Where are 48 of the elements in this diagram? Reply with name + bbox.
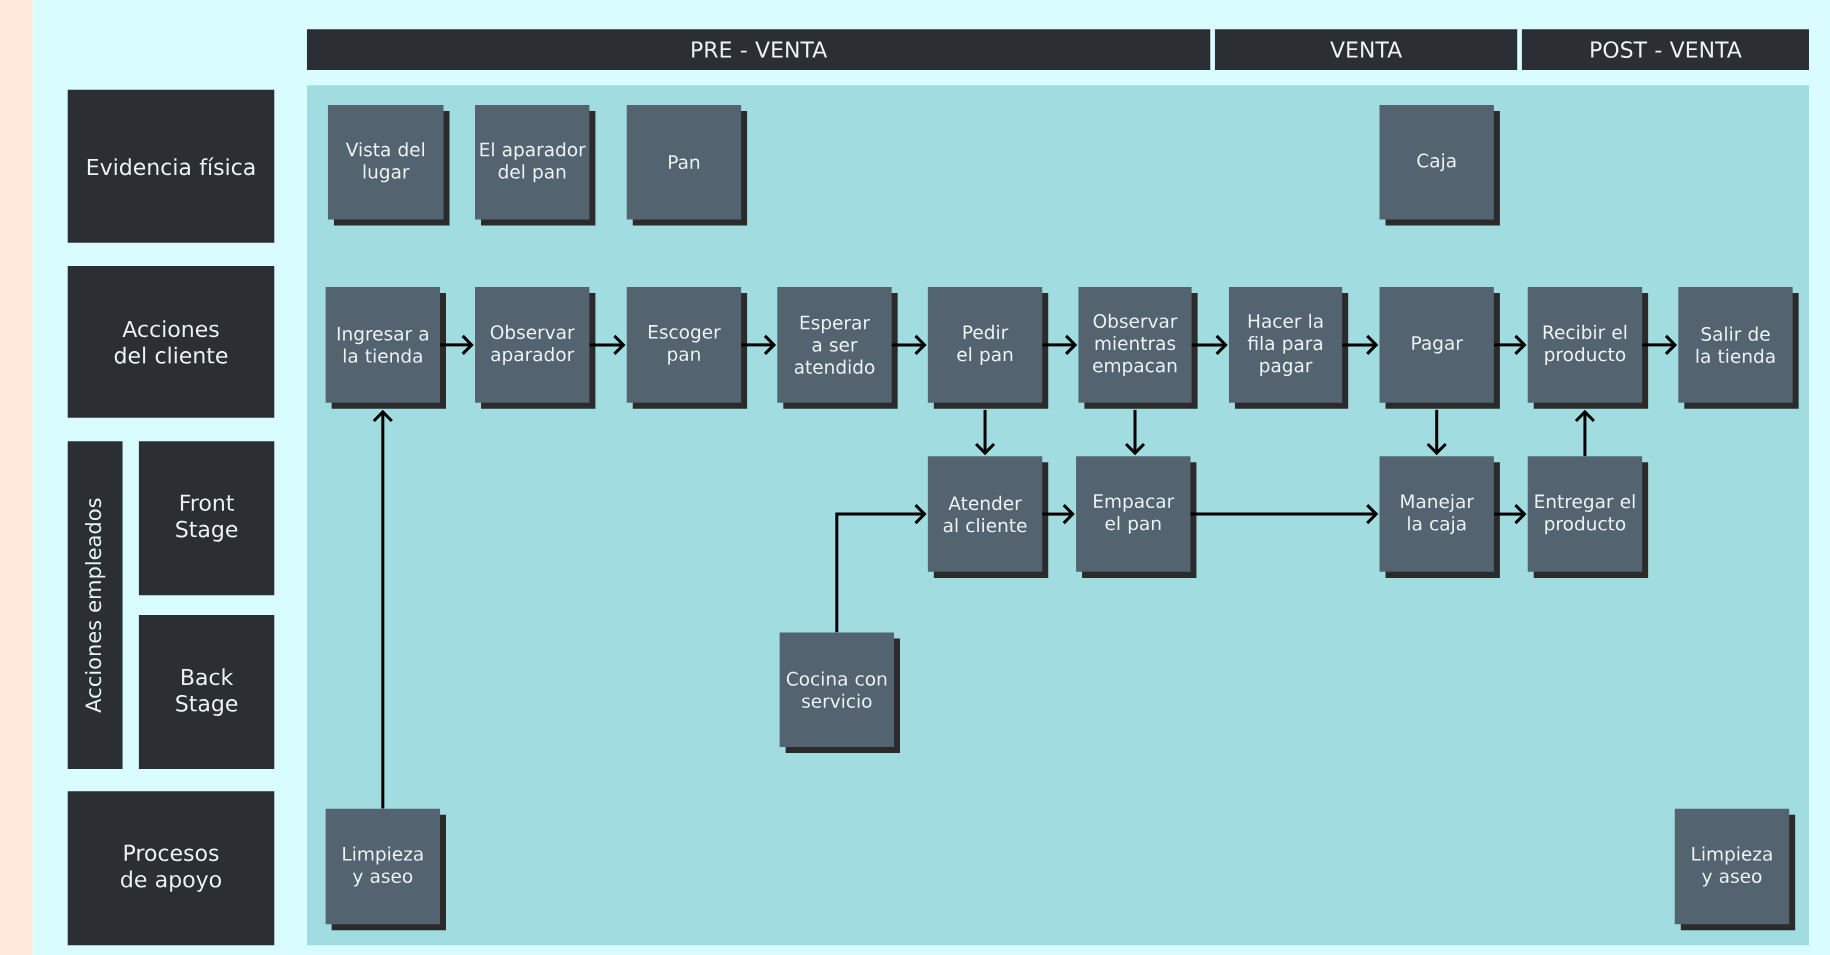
arrow [372, 409, 393, 809]
arrow [1191, 334, 1228, 355]
arrow [835, 504, 927, 633]
arrow [1342, 334, 1379, 355]
process-box: Limpieza y aseo [325, 808, 446, 931]
arrow [1426, 409, 1447, 456]
arrow [1494, 334, 1527, 355]
process-box: El aparador del pan [475, 105, 596, 226]
arrow [1042, 334, 1078, 355]
row-header: Acciones del cliente [67, 266, 275, 418]
process-box: Esperar a ser atendido [777, 287, 898, 409]
process-box: Hacer la fila para pagar [1228, 287, 1349, 409]
arrow [974, 409, 996, 456]
arrow [1190, 504, 1379, 525]
process-box: Empacar el pan [1076, 456, 1197, 578]
process-box: Salir de la tienda [1678, 287, 1799, 409]
phase-header: VENTA [1214, 29, 1518, 70]
process-box: Recibir el producto [1527, 287, 1649, 409]
process-box: Limpieza y aseo [1674, 808, 1796, 931]
process-box: Pagar [1379, 287, 1500, 409]
row-header: Procesos de apoyo [67, 791, 275, 946]
arrow [1642, 334, 1678, 355]
process-box: Escoger pan [626, 287, 748, 409]
arrow [1042, 504, 1075, 525]
arrow [1574, 409, 1595, 457]
arrow [1494, 504, 1527, 525]
arrow [440, 334, 474, 355]
row-header: Evidencia física [67, 89, 275, 243]
process-box: Caja [1379, 105, 1500, 226]
process-box: Pan [626, 105, 748, 226]
arrow [1124, 409, 1146, 456]
process-box: Observar mientras empacan [1078, 287, 1198, 409]
process-box: Vista del lugar [327, 105, 450, 226]
arrow [589, 334, 626, 355]
row-header: Front Stage [138, 441, 275, 596]
row-header: Acciones empleados [67, 441, 123, 770]
row-header: Back Stage [138, 615, 275, 770]
process-box: Cocina con servicio [779, 632, 900, 753]
process-box: Pedir el pan [927, 287, 1049, 409]
process-box: Atender al cliente [927, 456, 1049, 578]
process-box: Ingresar a la tienda [325, 287, 446, 409]
process-box: Observar aparador [475, 287, 596, 409]
arrow [741, 334, 777, 355]
process-box: Entregar el producto [1527, 456, 1649, 578]
phase-header: PRE - VENTA [306, 29, 1211, 70]
process-box: Manejar la caja [1379, 456, 1500, 578]
phase-header: POST - VENTA [1521, 29, 1809, 70]
arrow [891, 334, 927, 355]
